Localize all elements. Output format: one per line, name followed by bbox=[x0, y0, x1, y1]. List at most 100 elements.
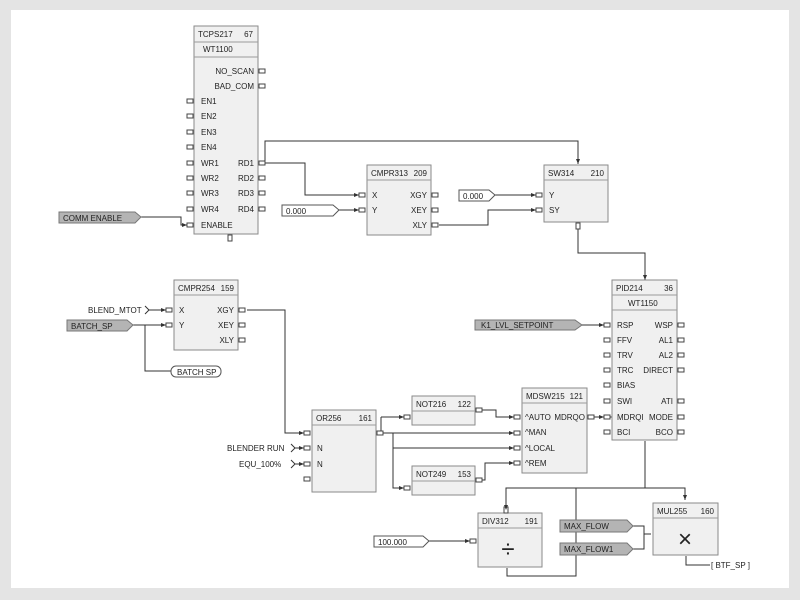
tag-const-cmpr[interactable]: 0.000 bbox=[281, 204, 340, 217]
input-pin[interactable] bbox=[535, 207, 543, 213]
input-pin[interactable] bbox=[603, 398, 611, 404]
input-pin[interactable] bbox=[186, 222, 194, 228]
pin-label: ^AUTO bbox=[525, 413, 551, 422]
input-pin[interactable] bbox=[603, 382, 611, 388]
output-pin[interactable] bbox=[431, 207, 439, 213]
input-pin[interactable] bbox=[303, 476, 311, 482]
input-pin[interactable] bbox=[603, 429, 611, 435]
output-pin[interactable] bbox=[587, 414, 595, 420]
output-pin[interactable] bbox=[258, 160, 266, 166]
input-pin[interactable] bbox=[403, 485, 411, 491]
pin-label: X bbox=[179, 306, 185, 315]
input-pin[interactable] bbox=[513, 460, 521, 466]
tag-k1-lvl-setpoint[interactable]: K1_LVL_SETPOINT bbox=[474, 319, 583, 331]
block-mdsw215[interactable]: MDSW215 121 ^AUTO MDRQO ^MAN ^LOCAL ^REM bbox=[513, 387, 595, 474]
tag-max-flow[interactable]: MAX_FLOW bbox=[559, 519, 634, 533]
tag-blend-mtot[interactable]: BLEND_MTOT bbox=[88, 305, 150, 315]
output-pin[interactable] bbox=[677, 398, 685, 404]
input-pin[interactable] bbox=[535, 192, 543, 198]
output-pin[interactable] bbox=[677, 337, 685, 343]
input-pin[interactable] bbox=[513, 430, 521, 436]
tag-comm-enable[interactable]: COMM ENABLE bbox=[58, 211, 142, 224]
output-pin[interactable] bbox=[238, 322, 246, 328]
output-pin[interactable] bbox=[475, 407, 483, 413]
bottom-pin[interactable] bbox=[575, 222, 581, 230]
input-pin[interactable] bbox=[603, 322, 611, 328]
input-pin[interactable] bbox=[186, 144, 194, 150]
tag-btf-sp[interactable]: [ BTF_SP ] bbox=[711, 561, 750, 570]
output-pin[interactable] bbox=[238, 337, 246, 343]
input-pin[interactable] bbox=[303, 430, 311, 436]
tag-arrow bbox=[290, 443, 296, 453]
pin-label: EN3 bbox=[201, 128, 217, 137]
block-number: 36 bbox=[664, 284, 673, 293]
input-pin[interactable] bbox=[469, 538, 477, 544]
tag-max-flow1[interactable]: MAX_FLOW1 bbox=[559, 542, 634, 556]
input-pin[interactable] bbox=[603, 367, 611, 373]
input-pin[interactable] bbox=[165, 307, 173, 313]
input-pin[interactable] bbox=[513, 414, 521, 420]
bottom-pin[interactable] bbox=[227, 234, 233, 242]
output-pin[interactable] bbox=[431, 192, 439, 198]
tag-blender-run[interactable]: BLENDER RUN bbox=[227, 443, 296, 453]
input-pin[interactable] bbox=[403, 414, 411, 420]
output-pin[interactable] bbox=[677, 414, 685, 420]
arrow-head bbox=[531, 208, 536, 212]
block-sw314[interactable]: SW314 210 Y SY bbox=[535, 164, 609, 230]
output-pin[interactable] bbox=[677, 322, 685, 328]
input-pin[interactable] bbox=[165, 322, 173, 328]
input-pin[interactable] bbox=[358, 192, 366, 198]
output-pin[interactable] bbox=[677, 429, 685, 435]
block-cmpr254[interactable]: CMPR254 159 X Y XGY XEY XLY bbox=[165, 279, 246, 351]
input-pin[interactable] bbox=[603, 337, 611, 343]
pin-label: X bbox=[372, 191, 378, 200]
arrow-head bbox=[465, 539, 470, 543]
tag-label: COMM ENABLE bbox=[63, 214, 122, 223]
wire-max-flow bbox=[633, 525, 645, 550]
block-not249[interactable]: NOT249 153 bbox=[403, 465, 483, 496]
input-pin[interactable] bbox=[186, 113, 194, 119]
block-mul255[interactable]: MUL255 160 × bbox=[652, 502, 719, 556]
input-pin[interactable] bbox=[603, 352, 611, 358]
output-pin[interactable] bbox=[258, 190, 266, 196]
block-div312[interactable]: DIV312 191 ÷ bbox=[469, 506, 543, 568]
input-pin[interactable] bbox=[186, 160, 194, 166]
input-pin[interactable] bbox=[513, 445, 521, 451]
input-pin[interactable] bbox=[186, 98, 194, 104]
input-pin[interactable] bbox=[303, 445, 311, 451]
pin-label: Y bbox=[549, 191, 555, 200]
block-number: 122 bbox=[458, 400, 472, 409]
input-pin[interactable] bbox=[186, 129, 194, 135]
output-pin[interactable] bbox=[258, 83, 266, 89]
input-pin[interactable] bbox=[358, 207, 366, 213]
output-pin[interactable] bbox=[475, 477, 483, 483]
pin-label: TRC bbox=[617, 366, 634, 375]
wire-batch-sp-out bbox=[144, 325, 171, 372]
tag-const-100[interactable]: 100.000 bbox=[373, 535, 430, 548]
block-number: 191 bbox=[525, 517, 539, 526]
tag-batch-sp-out[interactable]: BATCH SP bbox=[170, 365, 222, 378]
output-pin[interactable] bbox=[258, 175, 266, 181]
block-or256[interactable]: OR256 161 N N bbox=[303, 409, 384, 493]
block-tcps217[interactable]: TCPS217 67 WT1100 NO_SCAN BAD_COM EN1 EN… bbox=[186, 25, 266, 242]
tag-const-sw[interactable]: 0.000 bbox=[458, 189, 496, 202]
output-pin[interactable] bbox=[238, 307, 246, 313]
input-pin[interactable] bbox=[603, 414, 611, 420]
tag-equ-100[interactable]: EQU_100% bbox=[239, 459, 296, 469]
output-pin[interactable] bbox=[258, 68, 266, 74]
input-pin[interactable] bbox=[186, 190, 194, 196]
tag-arrow bbox=[144, 305, 150, 315]
output-pin[interactable] bbox=[376, 430, 384, 436]
output-pin[interactable] bbox=[258, 206, 266, 212]
input-pin[interactable] bbox=[186, 175, 194, 181]
output-pin[interactable] bbox=[431, 222, 439, 228]
output-pin[interactable] bbox=[677, 352, 685, 358]
input-pin[interactable] bbox=[303, 461, 311, 467]
block-pid214[interactable]: PID214 36 WT1150 RSP FFV TRV TRC BIAS SW… bbox=[603, 279, 685, 441]
pin-label: BCI bbox=[617, 428, 630, 437]
input-pin[interactable] bbox=[186, 206, 194, 212]
tag-batch-sp[interactable]: BATCH_SP bbox=[66, 319, 134, 332]
block-cmpr313[interactable]: CMPR313 209 X Y XGY XEY XLY bbox=[358, 164, 439, 236]
output-pin[interactable] bbox=[677, 367, 685, 373]
block-not216[interactable]: NOT216 122 bbox=[403, 395, 483, 426]
